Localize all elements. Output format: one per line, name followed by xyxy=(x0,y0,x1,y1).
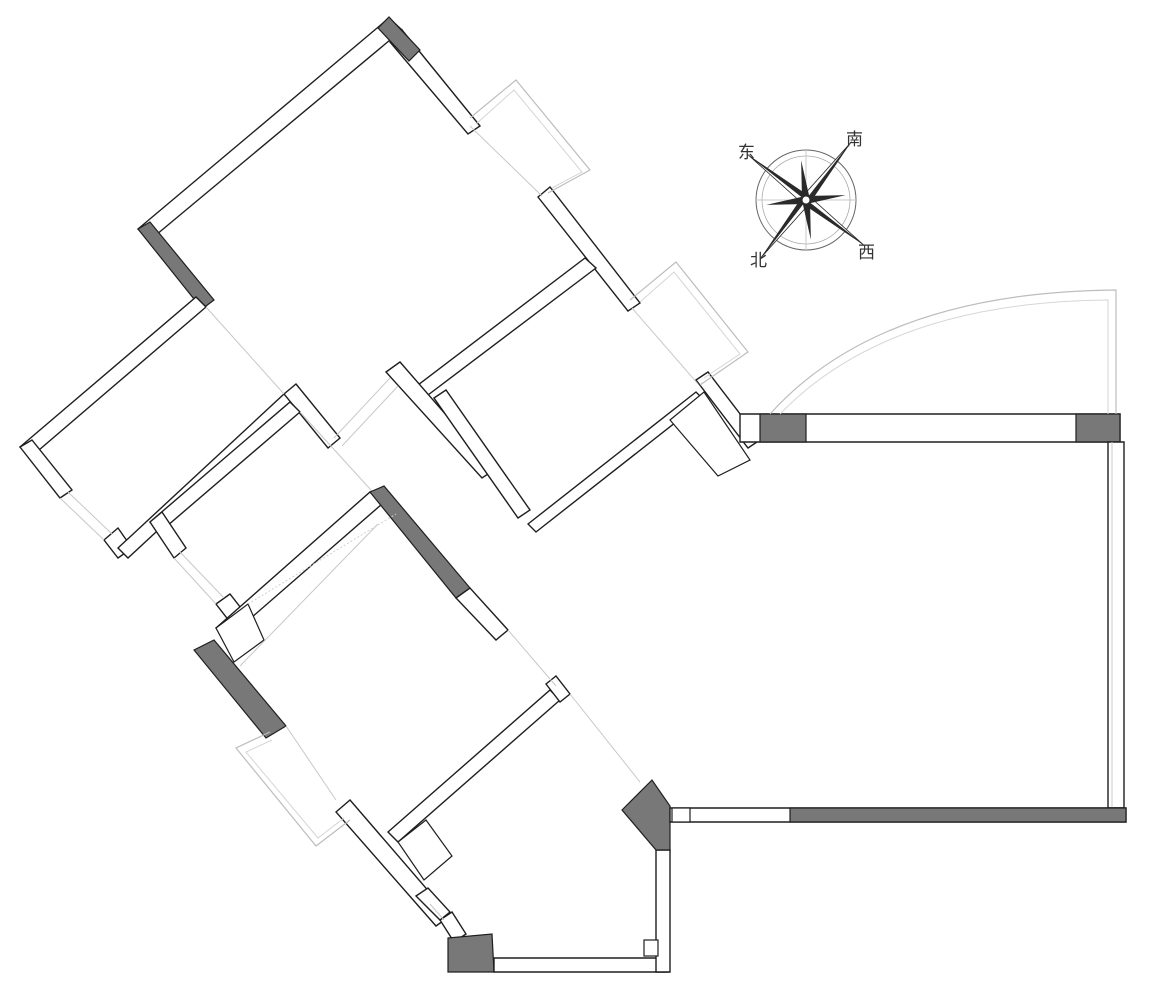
compass-label-south: 南 xyxy=(846,130,863,150)
upper-bay-window xyxy=(469,79,591,197)
compass-label-west: 西 xyxy=(858,243,875,263)
bottom-room-walls xyxy=(414,693,671,973)
middle-room-walls xyxy=(148,377,399,623)
upper-room-walls xyxy=(136,16,642,396)
right-bay-window xyxy=(629,261,749,386)
lower-bay-window xyxy=(235,731,351,847)
compass-label-east: 东 xyxy=(738,143,755,163)
compass-label-north: 北 xyxy=(750,251,767,271)
living-room-walls xyxy=(669,413,1127,823)
compass xyxy=(747,141,865,259)
lower-bedroom-walls xyxy=(193,485,571,927)
left-bedroom-walls xyxy=(18,296,341,559)
right-bedroom-walls xyxy=(384,361,762,533)
curved-balcony xyxy=(769,289,1117,415)
